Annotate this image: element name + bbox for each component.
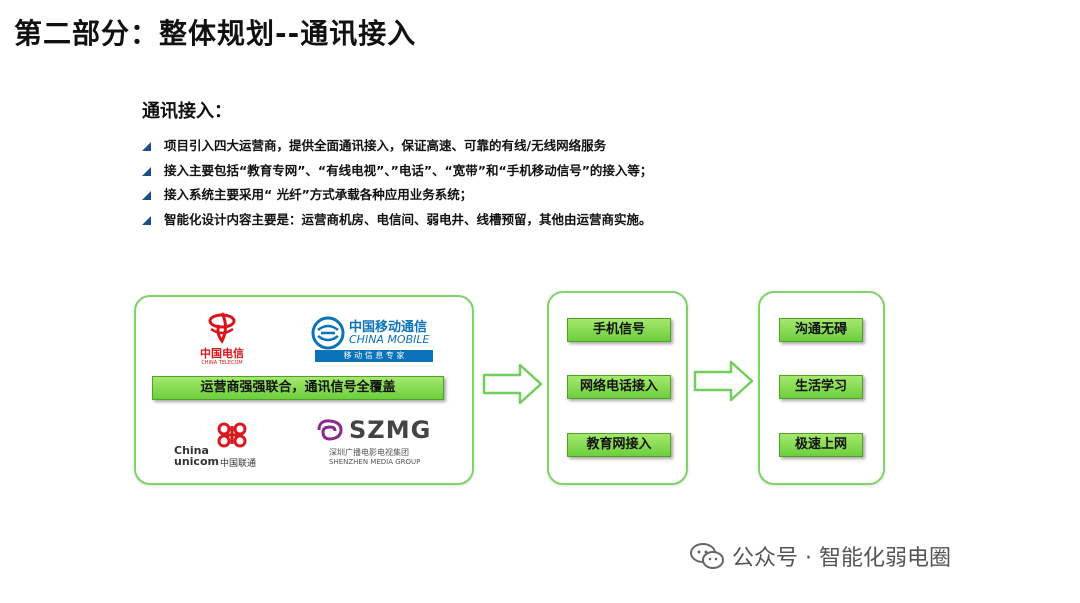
triangle-bullet-icon — [142, 142, 151, 151]
mobile-signal-box: 手机信号 — [567, 318, 671, 342]
bullet-text: 项目引入四大运营商，提供全面通讯接入，保证高速、可靠的有线/无线网络服务 — [164, 138, 607, 153]
life-study-box: 生活学习 — [779, 375, 863, 399]
unicom-cn-name: 中国联通 — [220, 459, 257, 469]
china-mobile-logo: 中国移动通信 CHINA MOBILE 移 动 信 息 专 家 — [307, 312, 437, 364]
bullet-item: 接入系统主要采用“ 光纤”方式承载各种应用业务系统； — [142, 183, 652, 208]
mobile-en-name: CHINA MOBILE — [349, 333, 430, 346]
bullet-list: 项目引入四大运营商，提供全面通讯接入，保证高速、可靠的有线/无线网络服务 接入主… — [142, 134, 652, 232]
watermark-text: 公众号 · 智能化弱电圈 — [732, 546, 951, 571]
voip-access-box: 网络电话接入 — [567, 375, 671, 399]
operators-banner: 运营商强强联合，通讯信号全覆盖 — [152, 376, 444, 400]
szmg-name: SZMG — [349, 416, 432, 444]
arrow-right-icon — [482, 362, 544, 406]
wechat-icon — [690, 543, 724, 569]
szmg-cn-name: 深圳广播电影电视集团 — [329, 448, 409, 457]
mobile-cn-name: 中国移动通信 — [349, 320, 428, 335]
page-title: 第二部分：整体规划--通讯接入 — [14, 17, 417, 50]
watermark: 公众号 · 智能化弱电圈 — [690, 540, 951, 572]
bullet-item: 接入主要包括“教育专网”、“有线电视”、”电话”、“宽带”和“手机移动信号”的接… — [142, 159, 652, 184]
communication-box: 沟通无碍 — [779, 318, 863, 342]
triangle-bullet-icon — [142, 191, 151, 200]
bullet-item: 项目引入四大运营商，提供全面通讯接入，保证高速、可靠的有线/无线网络服务 — [142, 134, 652, 159]
szmg-logo: SZMG 深圳广播电影电视集团 SHENZHEN MEDIA GROUP — [311, 414, 439, 470]
china-telecom-icon — [208, 312, 236, 344]
section-heading: 通讯接入： — [142, 101, 232, 122]
telecom-en-name: CHINA TELECOM — [201, 360, 243, 366]
mobile-slogan: 移 动 信 息 专 家 — [315, 350, 433, 362]
china-telecom-logo: 中国电信 CHINA TELECOM — [183, 307, 261, 369]
triangle-bullet-icon — [142, 166, 151, 176]
high-speed-box: 极速上网 — [779, 433, 863, 457]
bullet-text: 接入主要包括“教育专网”、“有线电视”、”电话”、“宽带”和“手机移动信号”的接… — [164, 162, 653, 178]
triangle-bullet-icon — [142, 215, 151, 225]
bullet-text: 智能化设计内容主要是：运营商机房、电信间、弱电井、线槽预留，其他由运营商实施。 — [164, 211, 652, 227]
bullet-item: 智能化设计内容主要是：运营商机房、电信间、弱电井、线槽预留，其他由运营商实施。 — [142, 208, 652, 233]
china-mobile-icon — [311, 316, 345, 350]
china-unicom-logo: China unicom 中国联通 — [170, 418, 265, 469]
unicom-en-line2: unicom — [174, 455, 219, 468]
china-unicom-knot-icon — [217, 422, 247, 448]
szmg-en-name: SHENZHEN MEDIA GROUP — [329, 458, 421, 466]
arrow-right-icon — [693, 359, 755, 403]
edu-network-box: 教育网接入 — [567, 433, 671, 457]
bullet-text: 接入系统主要采用“ 光纤”方式承载各种应用业务系统； — [164, 187, 473, 202]
szmg-swirl-icon — [317, 419, 343, 441]
telecom-cn-name: 中国电信 — [200, 347, 244, 360]
unicom-en-line1: China — [174, 444, 209, 457]
